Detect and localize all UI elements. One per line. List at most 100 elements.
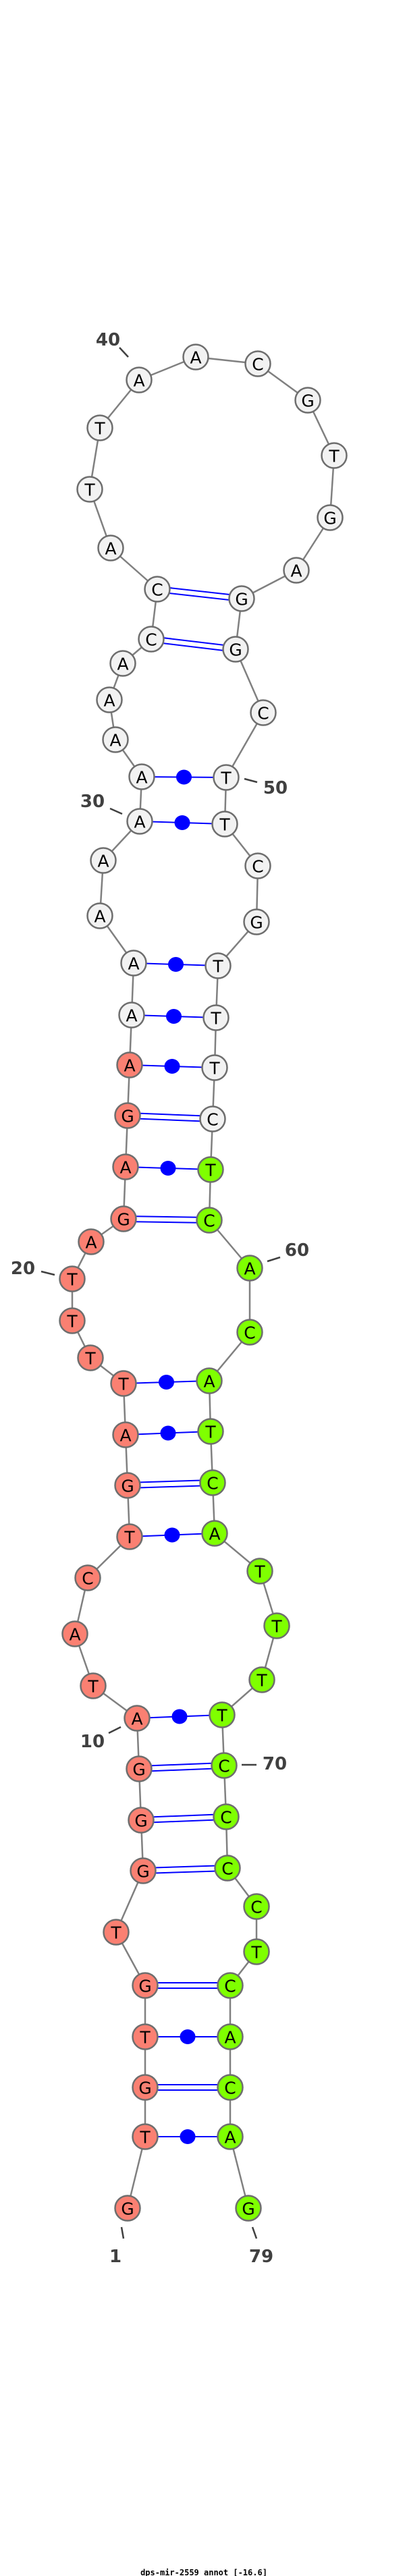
- nucleotide-29: A: [90, 847, 117, 874]
- nucleotide-49: C: [250, 699, 277, 726]
- position-label-79: 79: [249, 2226, 273, 2267]
- nucleotide-circle: [217, 1972, 244, 1999]
- nucleotide-circle: [235, 2195, 262, 2222]
- nucleotide-circle: [321, 442, 348, 469]
- nucleotide-letter: T: [219, 815, 230, 835]
- nucleotide-circle: [196, 1367, 223, 1394]
- nucleotide-77: C: [217, 2074, 244, 2101]
- position-label-10: 10: [80, 1726, 122, 1752]
- pair-line: [123, 1220, 209, 1224]
- nucleotide-circle: [74, 1564, 101, 1591]
- nucleotide-circle: [132, 2074, 159, 2101]
- nucleotide-75: C: [217, 1972, 244, 1999]
- pair-dot: [159, 1375, 174, 1390]
- nucleotide-circle: [96, 686, 123, 713]
- nucleotide-circle: [201, 1520, 228, 1547]
- nucleotide-73: C: [243, 1893, 270, 1920]
- nucleotide-70: C: [211, 1752, 238, 1779]
- nucleotide-letter: C: [145, 630, 157, 650]
- pair-line: [151, 640, 236, 653]
- nucleotide-letter: T: [209, 1059, 220, 1078]
- nucleotides: GTGTGTGGGATACTGATTTTAGAGAAAAAAAAAACCATTA…: [59, 344, 348, 2222]
- nucleotide-1: G: [114, 2195, 141, 2222]
- nucleotide-letter: C: [257, 704, 269, 723]
- nucleotide-52: C: [244, 852, 271, 879]
- nucleotide-16: A: [112, 1421, 139, 1448]
- nucleotide-letter: G: [301, 391, 314, 411]
- at-pair: [133, 957, 219, 972]
- nucleotide-letter: A: [105, 539, 116, 559]
- nucleotide-circle: [114, 1472, 141, 1499]
- nucleotide-circle: [236, 1255, 263, 1282]
- nucleotide-circle: [90, 847, 117, 874]
- nucleotide-circle: [197, 1418, 224, 1445]
- nucleotide-38: T: [76, 476, 103, 503]
- nucleotide-56: T: [201, 1054, 228, 1081]
- nucleotide-letter: T: [328, 447, 340, 466]
- nucleotide-circle: [126, 1755, 153, 1782]
- nucleotide-letter: A: [97, 852, 109, 871]
- nucleotide-letter: T: [254, 1562, 265, 1582]
- nucleotide-circle: [59, 1265, 86, 1292]
- nucleotide-letter: C: [218, 1757, 230, 1776]
- nucleotide-57: C: [199, 1105, 226, 1132]
- nucleotide-circle: [114, 1102, 141, 1129]
- nucleotide-65: A: [201, 1520, 228, 1547]
- nucleotide-circle: [213, 764, 240, 791]
- nucleotide-circle: [196, 1207, 223, 1234]
- pair-dot: [160, 1425, 176, 1441]
- nucleotide-circle: [217, 2074, 244, 2101]
- nucleotide-circle: [217, 2123, 244, 2150]
- nucleotide-circle: [138, 626, 165, 653]
- nucleotide-letter: A: [133, 371, 144, 391]
- nucleotide-circle: [243, 908, 270, 935]
- nucleotide-letter: G: [138, 2079, 151, 2098]
- nucleotide-letter: T: [220, 769, 232, 788]
- position-label-60: 60: [267, 1240, 309, 1263]
- nucleotide-circle: [103, 1919, 130, 1946]
- nucleotide-circle: [61, 1620, 88, 1647]
- nucleotide-35: C: [138, 626, 165, 653]
- nucleotide-letter: T: [212, 957, 223, 977]
- nucleotide-43: G: [294, 387, 321, 414]
- nucleotide-circle: [197, 1156, 224, 1183]
- nucleotide-letter: A: [117, 655, 128, 674]
- label-tick: [40, 1270, 55, 1276]
- nucleotide-letter: T: [87, 1677, 99, 1697]
- nucleotide-circle: [132, 2123, 159, 2150]
- nucleotide-circle: [126, 366, 153, 393]
- position-number: 60: [285, 1240, 309, 1261]
- nucleotide-letter: A: [124, 1056, 135, 1076]
- nucleotide-letter: G: [121, 1477, 134, 1496]
- label-tick: [251, 2226, 258, 2239]
- nucleotide-23: A: [112, 1153, 139, 1180]
- nucleotide-45: G: [317, 504, 344, 531]
- nucleotide-25: A: [116, 1051, 143, 1078]
- nucleotide-letter: A: [134, 813, 145, 832]
- gc-pair: [138, 1762, 225, 1772]
- nucleotide-63: T: [197, 1418, 224, 1445]
- nucleotide-circle: [76, 476, 103, 503]
- nucleotide-letter: T: [66, 1312, 78, 1332]
- nucleotide-letter: C: [244, 1323, 255, 1343]
- position-number: 10: [80, 1732, 105, 1752]
- at-pair: [131, 1009, 217, 1024]
- nucleotide-letter: C: [207, 1474, 218, 1493]
- pair-line: [157, 591, 242, 602]
- nucleotide-54: T: [205, 952, 232, 979]
- nucleotide-60: A: [236, 1255, 263, 1282]
- nucleotide-17: T: [110, 1370, 137, 1397]
- nucleotide-circle: [77, 1344, 104, 1371]
- nucleotide-letter: G: [235, 590, 248, 609]
- pair-line: [124, 1215, 210, 1219]
- nucleotide-79: G: [235, 2195, 262, 2222]
- pair-dot: [171, 1709, 188, 1724]
- pair-line: [138, 1762, 224, 1767]
- nucleotide-letter: A: [224, 2128, 236, 2147]
- nucleotide-letter: A: [119, 1158, 131, 1178]
- nucleotide-letter: T: [256, 1671, 267, 1691]
- position-label-30: 30: [80, 792, 123, 815]
